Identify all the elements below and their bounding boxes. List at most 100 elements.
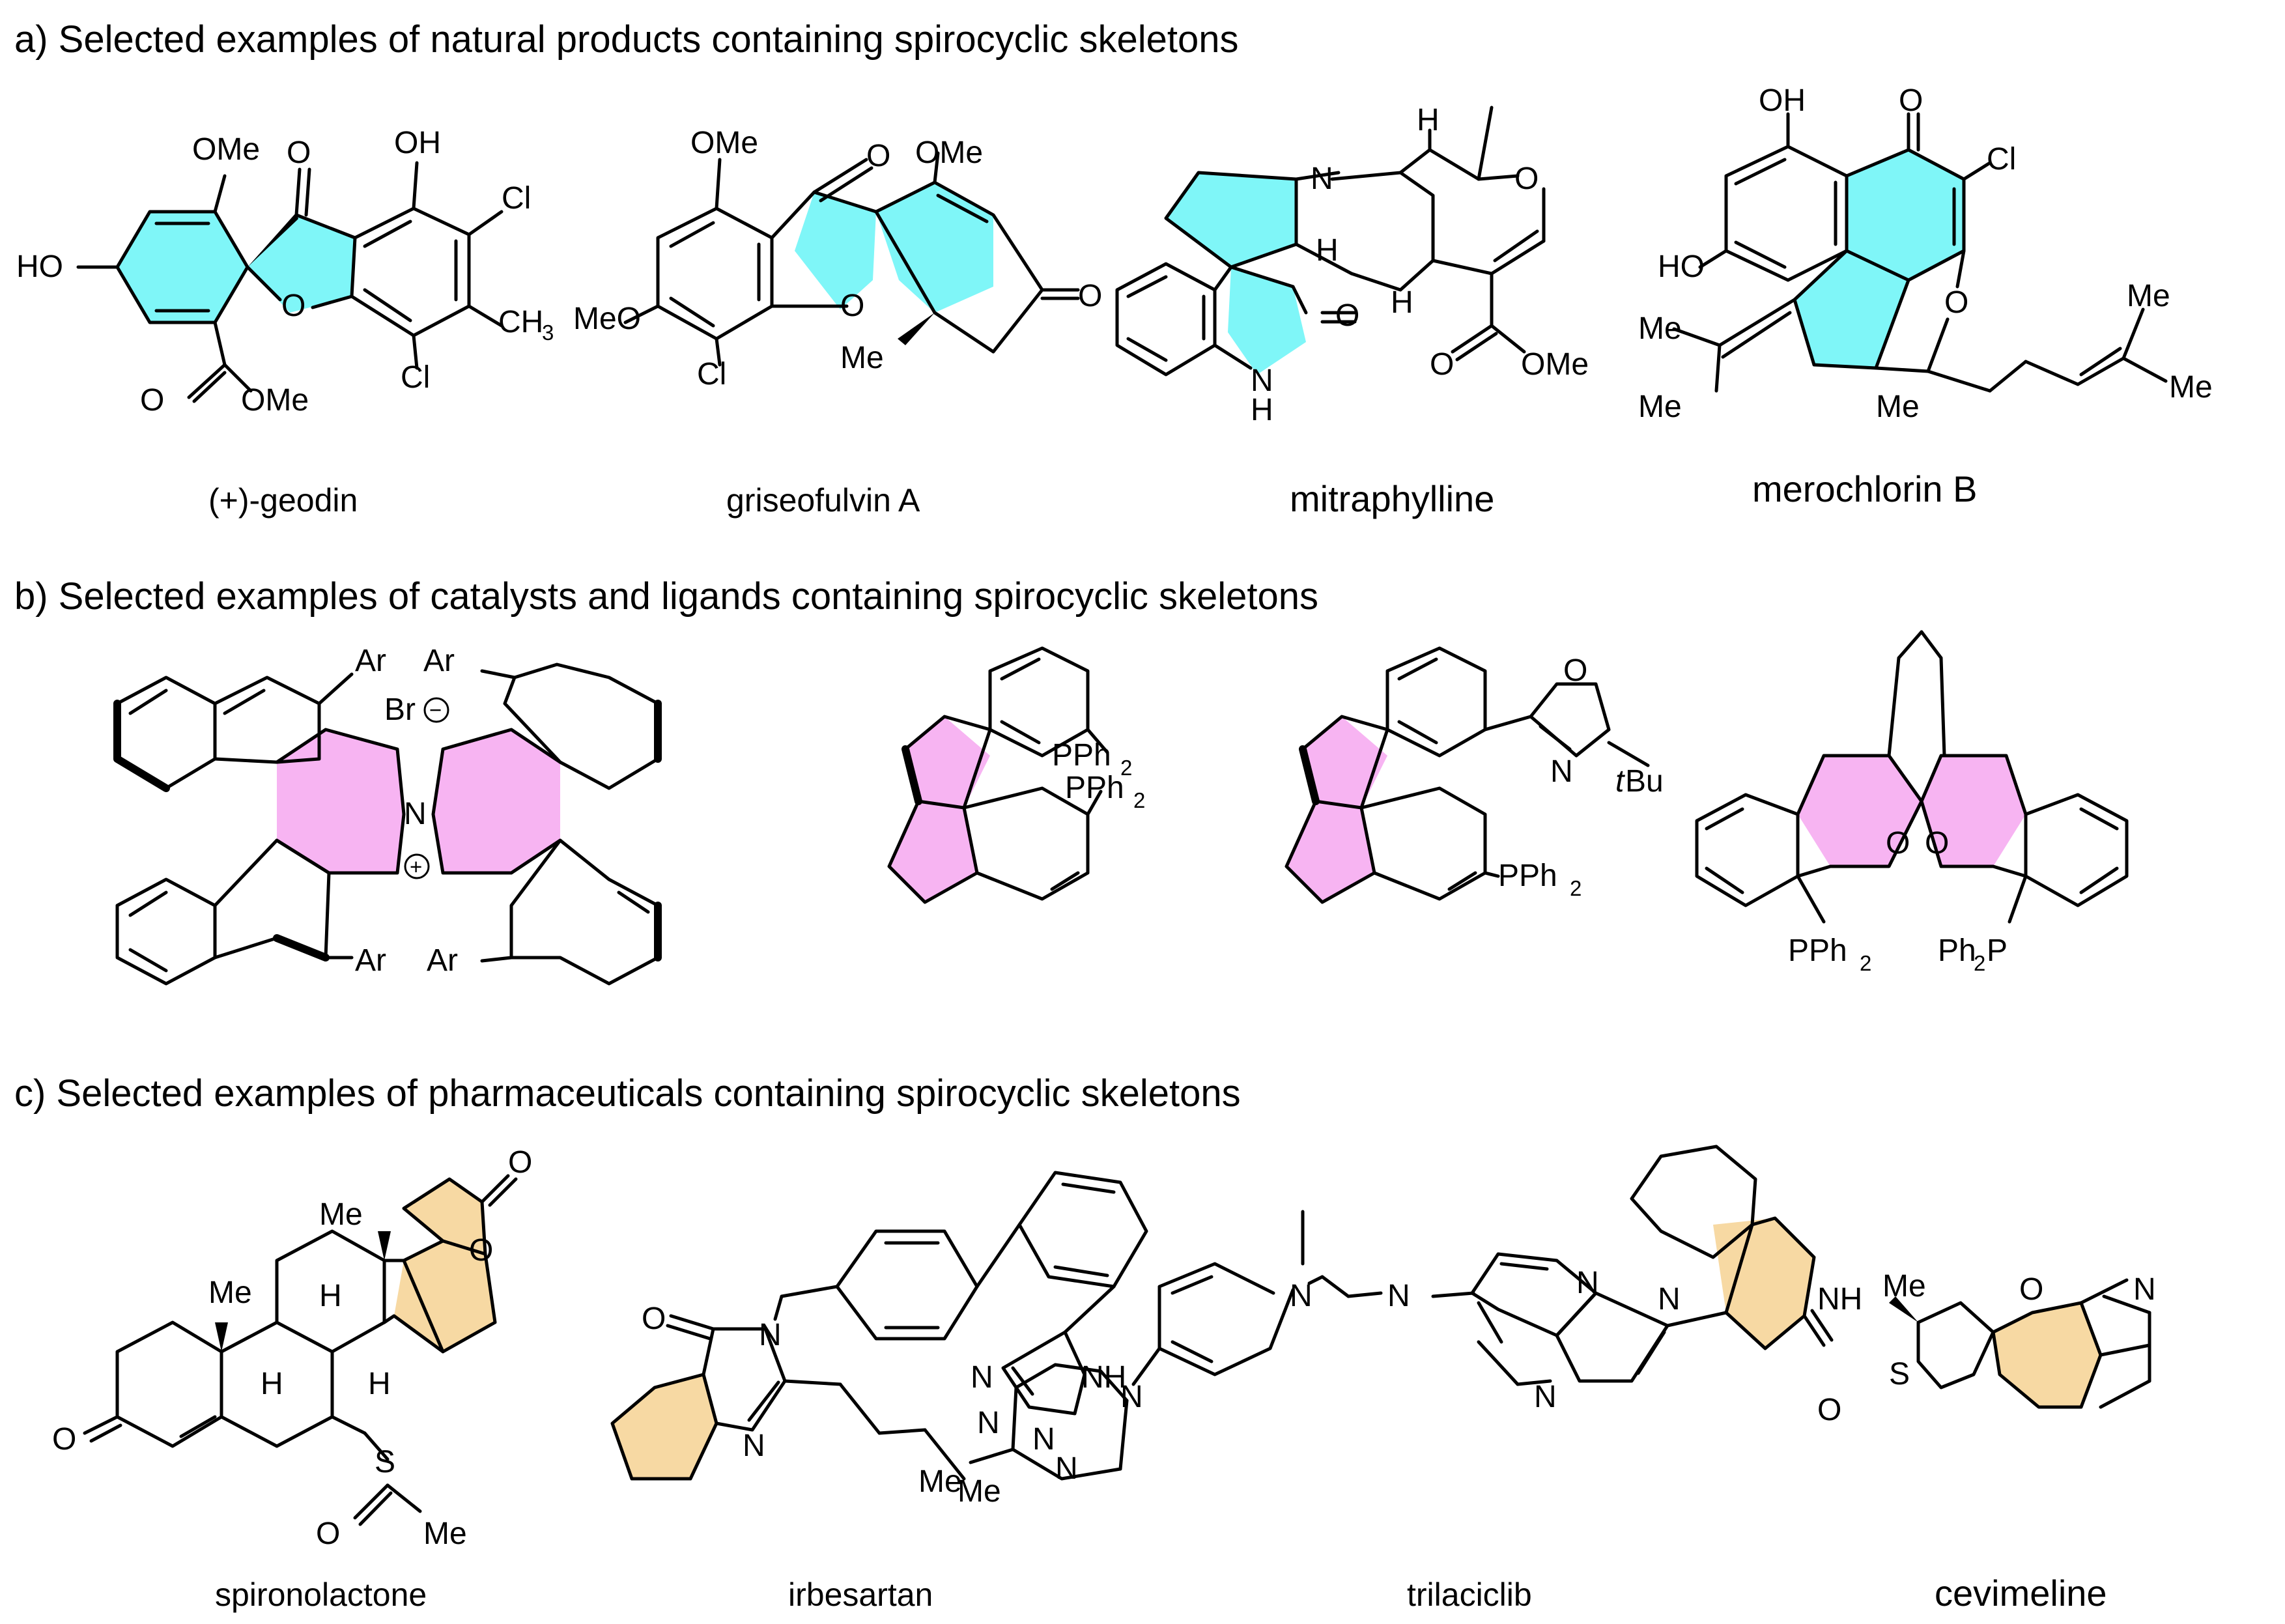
griseo-o-ketone: O [866,139,890,173]
griseo-meo: MeO [573,302,641,336]
irbe-n-3: N [971,1360,993,1395]
caption-cevimeline: cevimeline [1935,1573,2107,1614]
binap-plus: + [410,855,422,879]
binap-ar-3: Ar [355,943,386,978]
mero-o-ketone: O [1899,83,1923,118]
trila-n-2: N [1534,1380,1557,1414]
griseo-ome-1: OMe [690,126,758,160]
griseo-me: Me [840,341,884,375]
siphox-sub: 2 [1570,876,1582,900]
structure-siphox: O N t Bu PPh 2 [1284,646,1664,904]
spiro-me-2: Me [208,1275,252,1310]
mero-ho: HO [1658,249,1705,284]
skp-o-1: O [1886,826,1910,861]
skp-o-2: O [1925,826,1949,861]
caption-griseofulvin: griseofulvin A [726,482,920,519]
mero-oh: OH [1759,83,1806,118]
griseo-o-ring: O [840,289,864,323]
sdp-sub-1: 2 [1120,756,1132,780]
skp-sub-2: 2 [1974,951,1985,975]
mitra-h-mid: H [1316,233,1339,268]
geodin-o-ketone: O [287,135,311,170]
geodin-cl-bottom: Cl [401,360,430,395]
siphox-o: O [1563,653,1587,688]
mitra-n: N [1311,162,1333,196]
irbe-n-5: N [1032,1422,1055,1457]
skp-sub-1: 2 [1860,951,1871,975]
geodin-ome-top: OMe [192,132,260,167]
mero-me-3: Me [1876,390,1920,424]
mero-me-1: Me [1638,311,1682,346]
trila-n-4: N [1290,1279,1313,1313]
griseo-o-cyclohex: O [1078,279,1102,313]
geodin-ome-ester: OMe [241,383,309,418]
mero-me-2: Me [1638,390,1682,424]
structure-binaphthyl-ammonium: Ar Ar Br − N + Ar Ar [113,644,662,986]
irbe-me: Me [958,1474,1001,1509]
geodin-o-ring: O [281,289,305,323]
irbe-n-2: N [743,1429,765,1463]
spiro-h-2: H [261,1367,283,1401]
siphox-n: N [1550,754,1573,789]
sdp-sub-2: 2 [1133,788,1145,812]
trila-o: O [1817,1393,1841,1427]
geodin-cl-top: Cl [502,181,531,216]
mitra-h-bottom: H [1391,285,1413,320]
mitra-o-ring: O [1514,162,1539,196]
trila-n-1: N [1576,1266,1599,1300]
geodin-ch3: CH [498,305,543,339]
binap-ar-1: Ar [355,644,386,678]
spiro-h-3: H [368,1367,391,1401]
cevi-me: Me [1882,1269,1926,1303]
caption-geodin: (+)-geodin [208,482,358,519]
trila-me: Me [918,1464,962,1499]
cevi-s: S [1889,1357,1910,1391]
section-a-title: a) Selected examples of natural products… [14,18,1239,61]
siphox-bu: Bu [1625,764,1664,799]
irbe-n-1: N [759,1318,782,1352]
geodin-ho: HO [16,249,63,284]
griseo-cl: Cl [697,357,726,392]
binap-br: Br [384,692,416,727]
sdp-pph2-1: PPh [1052,738,1111,773]
spiro-o-enone: O [52,1422,76,1457]
spiro-o-thioester: O [316,1517,340,1551]
caption-merochlorin: merochlorin B [1752,468,1977,509]
spiro-me-3: Me [423,1517,467,1551]
siphox-t: t [1615,764,1625,799]
binap-minus: − [429,698,442,722]
caption-mitraphylline: mitraphylline [1290,478,1494,519]
cevi-n: N [2133,1272,2156,1307]
caption-spironolactone: spironolactone [215,1576,427,1613]
mitra-nh-h: H [1251,393,1273,427]
mitra-nh: N [1251,363,1273,398]
structure-mitraphylline: N H O O N H H H O OMe [1115,103,1589,427]
mitra-o-ester: O [1430,347,1454,382]
trila-nh: NH [1817,1282,1862,1317]
sdp-pph2-2: PPh [1065,771,1124,805]
mero-me-5: Me [2169,370,2213,405]
irbe-nh: NH [1081,1360,1126,1395]
structure-griseofulvin: OMe O OMe MeO O O Cl Me [573,126,1102,392]
spiro-me-1: Me [319,1197,363,1232]
structure-irbesartan: O N N Me NH N N N [610,1171,1148,1509]
structure-cevimeline: Me O N S [1882,1269,2156,1409]
skp-pph2: PPh [1788,933,1847,968]
caption-irbesartan: irbesartan [788,1576,933,1613]
caption-trilaciclib: trilaciclib [1407,1576,1532,1613]
siphox-pph2: PPh [1498,859,1557,893]
geodin-ch3-sub: 3 [542,321,554,345]
spiro-s: S [375,1445,395,1479]
trila-n-5: N [1120,1380,1143,1414]
section-b-title: b) Selected examples of catalysts and li… [14,575,1318,618]
section-c-title: c) Selected examples of pharmaceuticals … [14,1072,1241,1115]
spiro-h-1: H [319,1279,342,1313]
mitra-ome: OMe [1521,347,1589,382]
spiro-o-carbonyl: O [508,1145,532,1180]
irbe-o: O [642,1302,666,1336]
griseo-ome-2: OMe [915,135,983,170]
mero-o-ring: O [1944,285,1968,320]
skp-p: P [1987,933,2008,968]
structure-trilaciclib: N NH O N N N N N N Me [918,1145,1862,1499]
